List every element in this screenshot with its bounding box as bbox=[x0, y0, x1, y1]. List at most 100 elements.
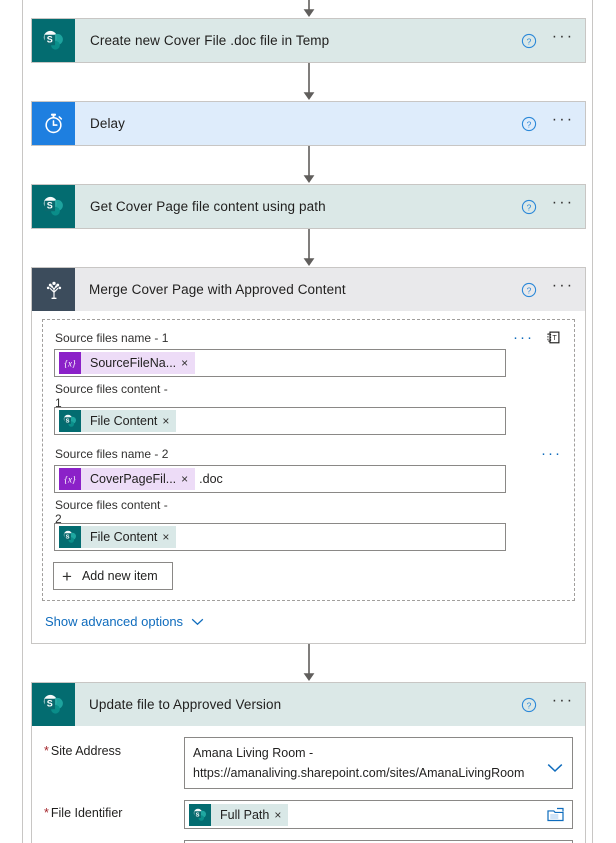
file-identifier-input[interactable]: S Full Path × bbox=[184, 800, 573, 829]
token-remove-icon[interactable]: × bbox=[181, 356, 189, 370]
field-row-source-files-name-2: Source files name - 2 ··· {x} CoverPageF… bbox=[53, 444, 564, 493]
add-new-item-button[interactable]: + Add new item bbox=[53, 562, 173, 590]
field-row-source-files-content-2: Source files content - 2 S bbox=[53, 495, 564, 551]
token-label: File Content bbox=[90, 530, 158, 544]
update-card-body: *Site Address Amana Living Room - https:… bbox=[32, 726, 585, 843]
field-row-site-address: *Site Address Amana Living Room - https:… bbox=[44, 737, 573, 789]
field-control: Amana Living Room - https://amanaliving.… bbox=[184, 737, 573, 789]
svg-text:S: S bbox=[196, 812, 200, 818]
card-header[interactable]: S Create new Cover File .doc file in Tem… bbox=[32, 19, 585, 62]
card-header[interactable]: Merge Cover Page with Approved Content ?… bbox=[32, 268, 585, 311]
card-title: Create new Cover File .doc file in Temp bbox=[90, 33, 330, 48]
field-label: Source files content - 1 bbox=[55, 382, 168, 410]
token-remove-icon[interactable]: × bbox=[162, 530, 170, 544]
add-new-item-label: Add new item bbox=[81, 569, 158, 583]
step-card-get-cover-page-content[interactable]: S Get Cover Page file content using path… bbox=[31, 184, 586, 229]
token-remove-icon[interactable]: × bbox=[162, 414, 170, 428]
help-icon[interactable]: ? bbox=[515, 691, 543, 719]
site-address-value: Amana Living Room - https://amanaliving.… bbox=[193, 746, 525, 780]
field-input[interactable]: S File Content × bbox=[54, 407, 506, 435]
field-label: *File Identifier bbox=[44, 799, 184, 820]
card-header[interactable]: Delay ? ··· bbox=[32, 102, 585, 145]
step-card-create-cover-file[interactable]: S Create new Cover File .doc file in Tem… bbox=[31, 18, 586, 63]
sharepoint-icon: S bbox=[32, 185, 75, 228]
connector-arrow-3 bbox=[31, 229, 586, 267]
canvas-left-margin bbox=[0, 0, 22, 843]
card-title: Update file to Approved Version bbox=[89, 697, 282, 712]
connector-arrow-top bbox=[31, 0, 586, 18]
help-icon[interactable]: ? bbox=[515, 276, 543, 304]
token-label: Full Path bbox=[220, 807, 270, 822]
show-advanced-options-link[interactable]: Show advanced options bbox=[45, 614, 204, 629]
field-row-source-files-content-1: Source files content - 1 S bbox=[53, 379, 564, 435]
field-row-file-identifier: *File Identifier bbox=[44, 799, 573, 829]
card-overflow-menu-icon[interactable]: ··· bbox=[551, 692, 575, 709]
show-advanced-options-label: Show advanced options bbox=[45, 614, 184, 629]
card-overflow-menu-icon[interactable]: ··· bbox=[551, 28, 575, 45]
connector-arrow-2 bbox=[31, 146, 586, 184]
card-title: Delay bbox=[90, 116, 126, 131]
field-label: Source files name - 1 bbox=[55, 331, 169, 345]
field-control: Processed file... × bbox=[184, 839, 573, 843]
field-overflow-menu-icon[interactable]: ··· bbox=[513, 329, 534, 346]
help-icon[interactable]: ? bbox=[515, 27, 543, 55]
svg-text:?: ? bbox=[527, 285, 532, 295]
token-label: File Content bbox=[90, 414, 158, 428]
chevron-down-icon bbox=[183, 618, 204, 626]
svg-text:?: ? bbox=[527, 119, 532, 129]
chevron-down-icon[interactable] bbox=[547, 759, 563, 779]
card-header[interactable]: S Update file to Approved Version ? ··· bbox=[32, 683, 585, 726]
svg-text:T: T bbox=[552, 334, 557, 342]
sharepoint-icon: S bbox=[32, 19, 75, 62]
delete-item-icon[interactable]: T bbox=[546, 329, 564, 347]
step-card-update-file[interactable]: S Update file to Approved Version ? ··· … bbox=[31, 682, 586, 843]
card-overflow-menu-icon[interactable]: ··· bbox=[551, 194, 575, 211]
tree-icon bbox=[32, 268, 75, 311]
field-label-text: Site Address bbox=[50, 744, 122, 758]
step-card-merge-cover-page[interactable]: Merge Cover Page with Approved Content ?… bbox=[31, 267, 586, 644]
field-row-file-content: *File Content bbox=[44, 839, 573, 843]
svg-text:S: S bbox=[66, 418, 70, 424]
sharepoint-icon: S bbox=[32, 683, 75, 726]
card-header[interactable]: S Get Cover Page file content using path… bbox=[32, 185, 585, 228]
card-overflow-menu-icon[interactable]: ··· bbox=[551, 277, 575, 294]
svg-text:?: ? bbox=[527, 700, 532, 710]
merge-card-body: Source files name - 1 ··· T bbox=[32, 311, 585, 643]
svg-text:{x}: {x} bbox=[64, 474, 76, 484]
sharepoint-icon: S bbox=[59, 410, 81, 432]
field-label: Source files content - 2 bbox=[55, 498, 168, 526]
help-icon[interactable]: ? bbox=[515, 193, 543, 221]
sharepoint-icon: S bbox=[59, 526, 81, 548]
card-overflow-menu-icon[interactable]: ··· bbox=[551, 111, 575, 128]
connector-arrow-4 bbox=[31, 644, 586, 682]
token-label: SourceFileNa... bbox=[90, 356, 177, 370]
file-picker-icon[interactable] bbox=[547, 807, 564, 827]
token-chip-full-path[interactable]: S Full Path × bbox=[189, 803, 289, 826]
token-chip-coverpagefilename[interactable]: {x} CoverPageFil... × bbox=[59, 468, 196, 490]
field-suffix-text: .doc bbox=[199, 472, 223, 486]
svg-text:S: S bbox=[66, 534, 70, 540]
step-card-delay[interactable]: Delay ? ··· bbox=[31, 101, 586, 146]
field-input[interactable]: {x} CoverPageFil... × .doc bbox=[54, 465, 506, 493]
svg-text:{x}: {x} bbox=[64, 358, 76, 368]
canvas-left-rule bbox=[22, 0, 23, 843]
token-remove-icon[interactable]: × bbox=[181, 472, 189, 486]
token-chip-sourcefilename[interactable]: {x} SourceFileNa... × bbox=[59, 352, 196, 374]
svg-text:S: S bbox=[47, 35, 53, 45]
stopwatch-icon bbox=[32, 102, 75, 145]
connector-arrow-1 bbox=[31, 63, 586, 101]
field-input[interactable]: {x} SourceFileNa... × bbox=[54, 349, 506, 377]
help-icon[interactable]: ? bbox=[515, 110, 543, 138]
token-remove-icon[interactable]: × bbox=[274, 807, 282, 822]
site-address-combobox[interactable]: Amana Living Room - https://amanaliving.… bbox=[184, 737, 573, 789]
required-marker: * bbox=[44, 744, 49, 758]
variable-icon: {x} bbox=[59, 468, 81, 490]
token-chip-file-content[interactable]: S File Content × bbox=[59, 410, 177, 432]
file-content-input[interactable]: Processed file... × bbox=[184, 840, 573, 843]
plus-icon: + bbox=[62, 566, 72, 586]
token-chip-file-content[interactable]: S File Content × bbox=[59, 526, 177, 548]
field-overflow-menu-icon[interactable]: ··· bbox=[541, 445, 562, 462]
field-input[interactable]: S File Content × bbox=[54, 523, 506, 551]
canvas-right-margin bbox=[593, 0, 616, 843]
